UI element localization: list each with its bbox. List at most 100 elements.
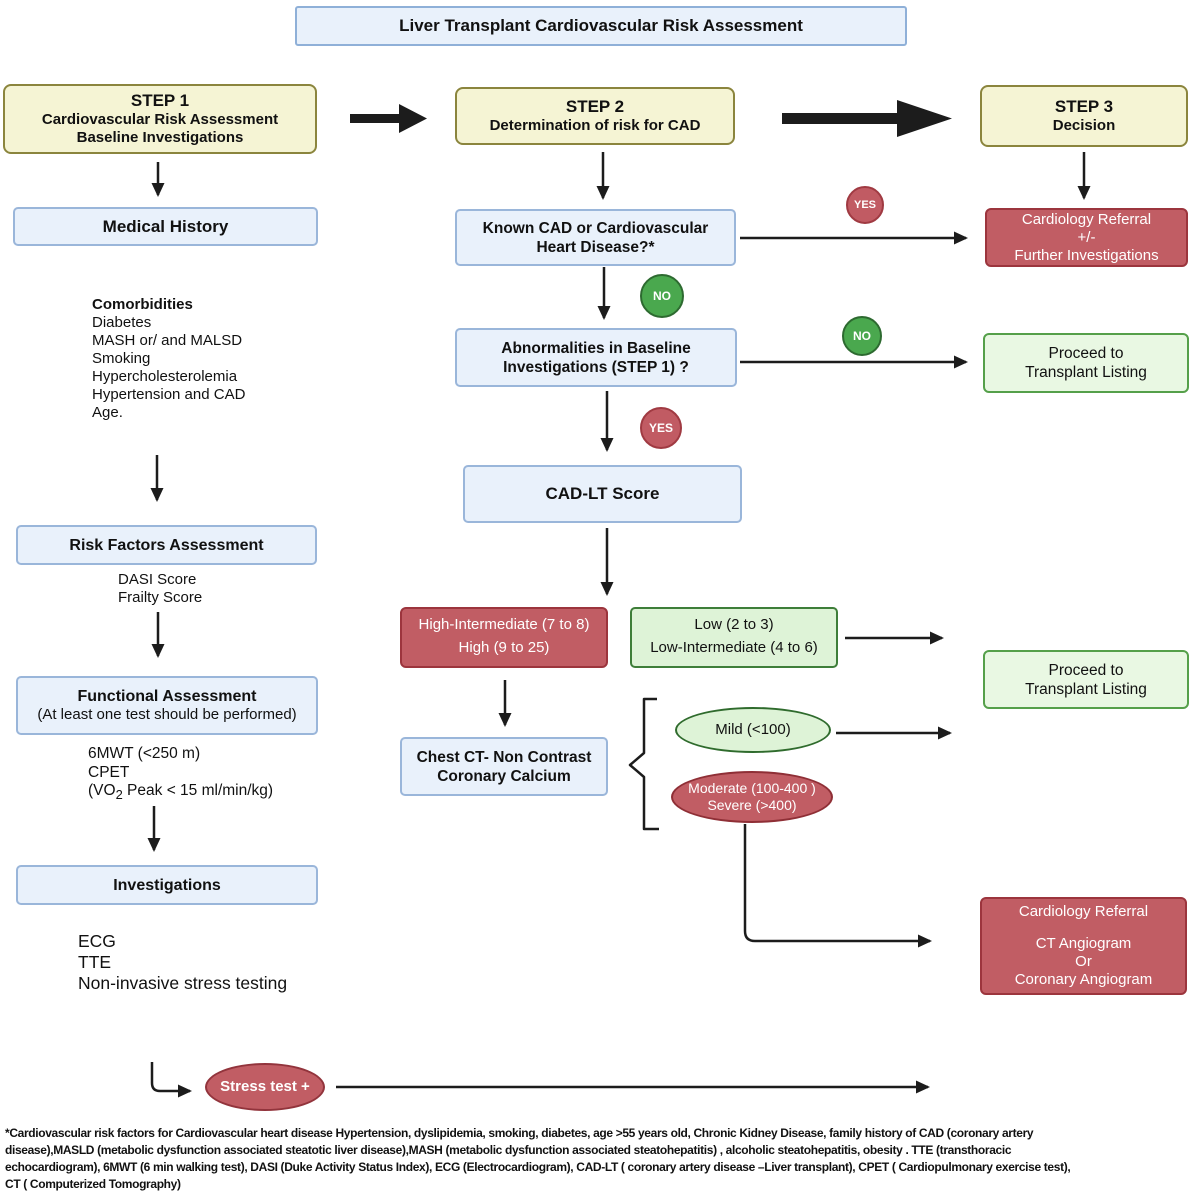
chest-ct-line2: Coronary Calcium: [437, 767, 571, 785]
proceed2-line2: Transplant Listing: [1025, 680, 1147, 698]
referral2-line2: CT Angiogram: [1035, 935, 1132, 952]
score-item: Frailty Score: [118, 589, 203, 606]
functional-test-item: 6MWT (<250 m): [88, 745, 201, 762]
proceed1-line2: Transplant Listing: [1025, 364, 1147, 381]
medical-history-label: Medical History: [102, 216, 229, 236]
known-cad-line1: Known CAD or Cardiovascular: [482, 219, 709, 237]
footnote-line: disease),MASLD (metabolic dysfunction as…: [5, 1143, 1012, 1157]
cardiology-referral-box-1: Cardiology Referral +/- Further Investig…: [985, 208, 1188, 267]
investigation-item: TTE: [78, 952, 112, 972]
functional-assessment-subtitle: (At least one test should be performed): [37, 706, 297, 723]
vo2-prefix: (VO: [88, 782, 116, 799]
low-risk-line1: Low (2 to 3): [694, 616, 774, 633]
known-cad-box: Known CAD or Cardiovascular Heart Diseas…: [455, 209, 736, 266]
vo2-suffix: Peak < 15 ml/min/kg): [122, 782, 274, 799]
chest-ct-line1: Chest CT- Non Contrast: [416, 748, 592, 766]
abnormalities-box: Abnormalities in Baseline Investigations…: [455, 328, 737, 387]
thick-arrow-step1-step2: [350, 104, 427, 133]
referral1-line2: +/-: [1077, 228, 1096, 246]
investigation-items-list: ECG TTE Non-invasive stress testing: [78, 931, 287, 994]
comorbidities-list: Comorbidities Diabetes MASH or/ and MALS…: [92, 296, 245, 422]
thick-arrow-step2-step3: [782, 100, 952, 137]
brace-chestct-calcium: [628, 697, 659, 831]
yes-badge-known-cad: YES: [846, 186, 884, 224]
investigation-item: Non-invasive stress testing: [78, 973, 288, 993]
low-risk-box: Low (2 to 3) Low-Intermediate (4 to 6): [630, 607, 838, 668]
score-item: DASI Score: [118, 571, 197, 588]
step2-line1: Determination of risk for CAD: [489, 117, 701, 134]
cad-lt-score-box: CAD-LT Score: [463, 465, 742, 523]
medical-history-box: Medical History: [13, 207, 318, 246]
referral2-line4: Coronary Angiogram: [1014, 971, 1153, 988]
cardiology-referral-box-2: Cardiology Referral CT Angiogram Or Coro…: [980, 897, 1187, 995]
step1-line1: Cardiovascular Risk Assessment: [41, 111, 279, 128]
functional-assessment-title: Functional Assessment: [77, 688, 257, 705]
comorbidities-heading: Comorbidities: [92, 296, 193, 313]
step1-line2: Baseline Investigations: [76, 129, 244, 146]
step3-line1: Decision: [1052, 117, 1116, 134]
arrow-moderate-referral: [743, 824, 932, 948]
stress-test-label: Stress test +: [220, 1078, 310, 1095]
vo2-sub: 2: [115, 787, 123, 803]
cad-lt-score-label: CAD-LT Score: [545, 484, 660, 503]
step3-title: STEP 3: [1054, 97, 1114, 116]
step2-title: STEP 2: [565, 97, 625, 116]
mild-calcium-ellipse: Mild (<100): [675, 707, 831, 753]
comorbidity-item: Age.: [92, 404, 123, 421]
no-badge-abnormalities: NO: [842, 316, 882, 356]
diagram-title-box: Liver Transplant Cardiovascular Risk Ass…: [295, 6, 907, 46]
abnormalities-line2: Investigations (STEP 1) ?: [503, 358, 689, 376]
functional-tests-list: 6MWT (<250 m) CPET (VO2 Peak < 15 ml/min…: [88, 745, 273, 805]
functional-assessment-box: Functional Assessment (At least one test…: [16, 676, 318, 735]
high-risk-line2: High (9 to 25): [458, 639, 550, 656]
risk-factor-scores: DASI Score Frailty Score: [118, 571, 202, 607]
step2-box: STEP 2 Determination of risk for CAD: [455, 87, 735, 145]
referral2-line1: Cardiology Referral: [1018, 903, 1149, 920]
moderate-line2: Severe (>400): [707, 797, 797, 813]
step1-box: STEP 1 Cardiovascular Risk Assessment Ba…: [3, 84, 317, 154]
high-risk-box: High-Intermediate (7 to 8) High (9 to 25…: [400, 607, 608, 668]
no-badge-label: NO: [853, 329, 871, 343]
footnote-line: *Cardiovascular risk factors for Cardiov…: [5, 1126, 1034, 1140]
risk-factors-box: Risk Factors Assessment: [16, 525, 317, 565]
low-risk-line2: Low-Intermediate (4 to 6): [650, 639, 818, 656]
investigations-box: Investigations: [16, 865, 318, 905]
step1-title: STEP 1: [130, 91, 190, 110]
yes-badge-abnormalities: YES: [640, 407, 682, 449]
mild-calcium-label: Mild (<100): [715, 721, 791, 738]
proceed-transplant-box-1: Proceed to Transplant Listing: [983, 333, 1189, 393]
investigations-label: Investigations: [113, 876, 221, 894]
footnote-line: echocardiogram), 6MWT (6 min walking tes…: [5, 1160, 1071, 1174]
proceed2-line1: Proceed to: [1048, 661, 1124, 679]
stress-test-ellipse: Stress test +: [205, 1063, 325, 1111]
investigation-item: ECG: [78, 931, 116, 951]
known-cad-line2: Heart Disease?*: [536, 238, 655, 256]
proceed-transplant-box-2: Proceed to Transplant Listing: [983, 650, 1189, 709]
abbreviations-footnote: *Cardiovascular risk factors for Cardiov…: [5, 1125, 1200, 1191]
arrow-to-stress-test: [150, 1062, 192, 1098]
yes-badge-label: YES: [853, 199, 876, 211]
risk-factors-label: Risk Factors Assessment: [69, 536, 264, 554]
chest-ct-box: Chest CT- Non Contrast Coronary Calcium: [400, 737, 608, 796]
footnote-line: CT ( Computerized Tomography): [5, 1177, 181, 1191]
functional-test-vo2: (VO2 Peak < 15 ml/min/kg): [88, 782, 273, 805]
referral2-line3: Or: [1075, 953, 1092, 970]
moderate-severe-ellipse: Moderate (100-400 ) Severe (>400): [671, 771, 833, 823]
no-badge-known-cad: NO: [640, 274, 684, 318]
referral1-line1: Cardiology Referral: [1021, 210, 1152, 228]
high-risk-line1: High-Intermediate (7 to 8): [418, 616, 590, 633]
yes-badge-label: YES: [648, 421, 673, 435]
comorbidity-item: Hypertension and CAD: [92, 386, 246, 403]
diagram-title: Liver Transplant Cardiovascular Risk Ass…: [399, 16, 803, 35]
comorbidity-item: Hypercholesterolemia: [92, 368, 238, 385]
no-badge-label: NO: [653, 289, 671, 303]
referral1-line3: Further Investigations: [1014, 246, 1159, 264]
comorbidity-item: MASH or/ and MALSD: [92, 332, 243, 349]
functional-test-item: CPET: [88, 763, 130, 781]
moderate-line1: Moderate (100-400 ): [688, 780, 816, 796]
abnormalities-line1: Abnormalities in Baseline: [501, 339, 691, 357]
comorbidity-item: Diabetes: [92, 314, 152, 331]
step3-box: STEP 3 Decision: [980, 85, 1188, 147]
proceed1-line1: Proceed to: [1048, 345, 1124, 362]
